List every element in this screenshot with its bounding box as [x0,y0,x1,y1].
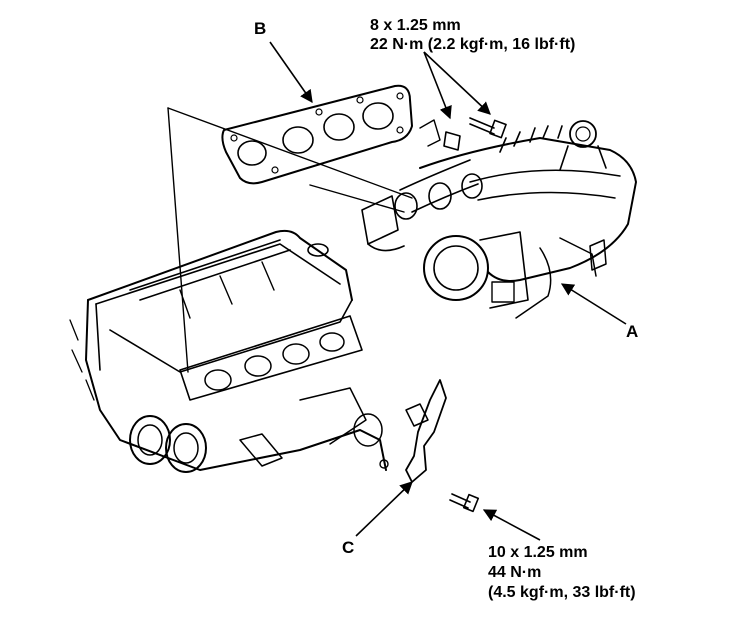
leader-lines [167,107,413,373]
engine-block [69,229,389,473]
arrow-bottom-bolt [482,509,541,541]
arrow-c [355,481,413,537]
arrow-top-bolt-2 [423,51,491,115]
bracket [405,379,480,513]
arrow-top-bolt-1 [423,51,452,120]
callout-b: B [254,19,267,38]
callout-c: C [342,538,355,557]
arrow-b [269,41,313,104]
top-bolt-torque: 22 N·m (2.2 kgf·m, 16 lbf·ft) [370,36,576,53]
callout-a: A [626,322,639,341]
bottom-bolt-torque-other: (4.5 kgf·m, 33 lbf·ft) [488,584,636,601]
manifold-gasket [221,84,413,185]
arrow-a [560,283,627,325]
bottom-bolt-torque-nm: 44 N·m [488,564,542,581]
bottom-bolt-size: 10 x 1.25 mm [488,544,588,561]
top-bolt-size: 8 x 1.25 mm [370,17,461,34]
intake-manifold [361,117,637,319]
